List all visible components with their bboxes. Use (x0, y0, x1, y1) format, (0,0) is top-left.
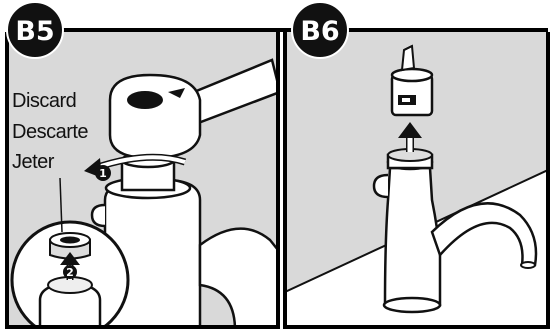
faucet-body-b6 (383, 166, 442, 307)
faucet-spout (198, 227, 278, 327)
arrow-number-1: 1 (99, 167, 107, 180)
side-knob-b6 (372, 173, 389, 199)
step-badge-b6: B6 (291, 1, 349, 59)
wrench-direction-mark (168, 88, 185, 98)
callout-leader-line (59, 177, 63, 233)
panel-b6 (283, 28, 550, 329)
new-cartridge (390, 44, 434, 117)
callout-jeter: Jeter (12, 151, 55, 173)
cartridge-label-mark (402, 98, 410, 102)
callout-descarte: Descarte (12, 121, 88, 143)
wrench-socket-hole (127, 91, 163, 109)
spout-tip (520, 261, 536, 269)
old-nut-hole (60, 236, 80, 244)
wrench-head (108, 73, 202, 160)
side-knob (90, 203, 106, 228)
cartridge-top (390, 67, 434, 83)
arrow-number-badge-1 (95, 165, 111, 181)
top-strip (0, 0, 555, 32)
callout-discard: Discard (12, 90, 76, 112)
arrow-number-2: 2 (66, 266, 74, 279)
step-badge-b5: B5 (6, 1, 64, 59)
detail-inset: 2 (10, 220, 130, 327)
step-label-b5: B5 (15, 16, 54, 47)
wrench (108, 58, 278, 160)
insert-arrow (398, 122, 422, 152)
panel-b5: 1 2 D (5, 28, 280, 329)
faucet-base (382, 296, 442, 314)
top-border (7, 28, 548, 32)
cartridge-stem (400, 44, 416, 72)
step-label-b6: B6 (300, 16, 339, 47)
arrow-number-badge-2 (63, 265, 77, 279)
